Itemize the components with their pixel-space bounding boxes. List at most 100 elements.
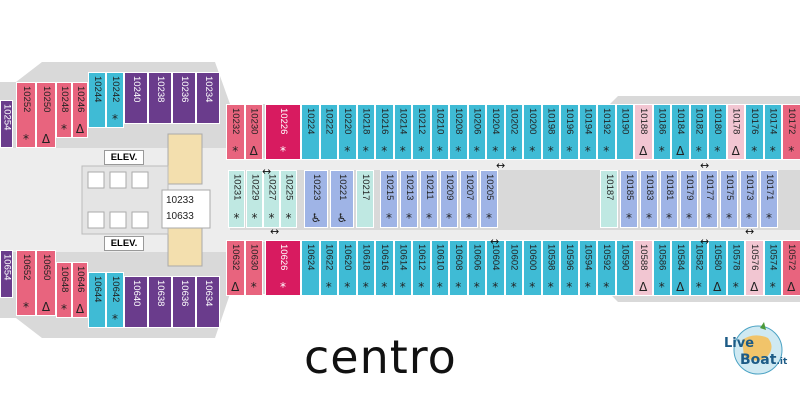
cabin-10654[interactable]: 10654 xyxy=(0,250,13,298)
cabin-10190[interactable]: 10190 xyxy=(615,104,634,160)
cabin-10217[interactable]: 10217 xyxy=(356,170,374,228)
cabin-10614[interactable]: 10614* xyxy=(393,240,412,296)
cabin-10213[interactable]: 10213* xyxy=(400,170,418,228)
cabin-10181[interactable]: 10181* xyxy=(660,170,678,228)
cabin-10238[interactable]: 10238 xyxy=(148,72,172,124)
cabin-10596[interactable]: 10596* xyxy=(560,240,579,296)
cabin-10232[interactable]: 10232* xyxy=(226,104,245,160)
cabin-10204[interactable]: 10204* xyxy=(486,104,505,160)
cabin-10229[interactable]: 10229* xyxy=(246,170,263,228)
cabin-10594[interactable]: 10594* xyxy=(578,240,597,296)
cabin-10604[interactable]: 10604* xyxy=(486,240,505,296)
cabin-10616[interactable]: 10616* xyxy=(375,240,394,296)
cabin-10244[interactable]: 10244 xyxy=(88,72,106,128)
cabin-10642[interactable]: 10642* xyxy=(106,272,124,328)
cabin-10225[interactable]: 10225* xyxy=(280,170,297,228)
cabin-10222[interactable]: 10222 xyxy=(319,104,338,160)
cabin-10173[interactable]: 10173* xyxy=(740,170,758,228)
cabin-10606[interactable]: 10606* xyxy=(467,240,486,296)
cabin-10210[interactable]: 10210* xyxy=(430,104,449,160)
cabin-10640[interactable]: 10640 xyxy=(124,276,148,328)
cabin-10254[interactable]: 10254 xyxy=(0,100,13,148)
cabin-10223[interactable]: 10223♿ xyxy=(304,170,328,228)
cabin-10231[interactable]: 10231* xyxy=(228,170,245,228)
cabin-10208[interactable]: 10208* xyxy=(449,104,468,160)
cabin-10224[interactable]: 10224 xyxy=(301,104,320,160)
cabin-10592[interactable]: 10592* xyxy=(597,240,616,296)
cabin-10582[interactable]: 10582* xyxy=(689,240,708,296)
cabin-10648[interactable]: 10648* xyxy=(56,262,72,318)
cabin-10205[interactable]: 10205* xyxy=(480,170,498,228)
cabin-10234[interactable]: 10234 xyxy=(196,72,220,124)
cabin-10612[interactable]: 10612* xyxy=(412,240,431,296)
cabin-10171[interactable]: 10171* xyxy=(760,170,778,228)
cabin-10221[interactable]: 10221♿ xyxy=(330,170,354,228)
cabin-10206[interactable]: 10206* xyxy=(467,104,486,160)
cabin-10630[interactable]: 10630* xyxy=(244,240,263,296)
cabin-10215[interactable]: 10215* xyxy=(380,170,398,228)
cabin-10226[interactable]: 10226* xyxy=(265,104,301,160)
cabin-10214[interactable]: 10214* xyxy=(393,104,412,160)
cabin-10652[interactable]: 10652* xyxy=(16,250,36,316)
cabin-10622[interactable]: 10622* xyxy=(319,240,338,296)
cabin-10183[interactable]: 10183* xyxy=(640,170,658,228)
cabin-10586[interactable]: 10586* xyxy=(652,240,671,296)
cabin-10636[interactable]: 10636 xyxy=(172,276,196,328)
cabin-10218[interactable]: 10218* xyxy=(356,104,375,160)
cabin-10212[interactable]: 10212* xyxy=(412,104,431,160)
cabin-10216[interactable]: 10216* xyxy=(375,104,394,160)
cabin-10252[interactable]: 10252* xyxy=(16,82,36,148)
cabin-10177[interactable]: 10177* xyxy=(700,170,718,228)
cabin-10600[interactable]: 10600* xyxy=(523,240,542,296)
cabin-10590[interactable]: 10590 xyxy=(615,240,634,296)
cabin-10186[interactable]: 10186* xyxy=(652,104,671,160)
cabin-10179[interactable]: 10179* xyxy=(680,170,698,228)
cabin-10242[interactable]: 10242* xyxy=(106,72,124,128)
cabin-10192[interactable]: 10192* xyxy=(597,104,616,160)
cabin-10194[interactable]: 10194* xyxy=(578,104,597,160)
cabin-10185[interactable]: 10185* xyxy=(620,170,638,228)
cabin-10236[interactable]: 10236 xyxy=(172,72,196,124)
cabin-10211[interactable]: 10211* xyxy=(420,170,438,228)
cabin-10248[interactable]: 10248* xyxy=(56,82,72,138)
cabin-10198[interactable]: 10198* xyxy=(541,104,560,160)
cabin-10618[interactable]: 10618* xyxy=(356,240,375,296)
cabin-10608[interactable]: 10608* xyxy=(449,240,468,296)
cabin-10220[interactable]: 10220* xyxy=(338,104,357,160)
cabin-10634[interactable]: 10634 xyxy=(196,276,220,328)
cabin-10209[interactable]: 10209* xyxy=(440,170,458,228)
cabin-10175[interactable]: 10175* xyxy=(720,170,738,228)
cabin-10626[interactable]: 10626* xyxy=(265,240,301,296)
cabin-10638[interactable]: 10638 xyxy=(148,276,172,328)
cabin-10578[interactable]: 10578* xyxy=(726,240,745,296)
cabin-10182[interactable]: 10182* xyxy=(689,104,708,160)
cabin-10574[interactable]: 10574* xyxy=(763,240,782,296)
cabin-10174[interactable]: 10174* xyxy=(763,104,782,160)
cabin-10602[interactable]: 10602* xyxy=(504,240,523,296)
cabin-10187[interactable]: 10187 xyxy=(600,170,618,228)
cabin-10598[interactable]: 10598* xyxy=(541,240,560,296)
cabin-10200[interactable]: 10200* xyxy=(523,104,542,160)
cabin-10227[interactable]: 10227* xyxy=(263,170,280,228)
cabin-10180[interactable]: 10180* xyxy=(708,104,727,160)
cabin-10176[interactable]: 10176* xyxy=(745,104,764,160)
cabin-10620[interactable]: 10620* xyxy=(338,240,357,296)
cabin-10240[interactable]: 10240 xyxy=(124,72,148,124)
cabin-10610[interactable]: 10610* xyxy=(430,240,449,296)
cabin-10624[interactable]: 10624 xyxy=(301,240,320,296)
cabin-10202[interactable]: 10202* xyxy=(504,104,523,160)
